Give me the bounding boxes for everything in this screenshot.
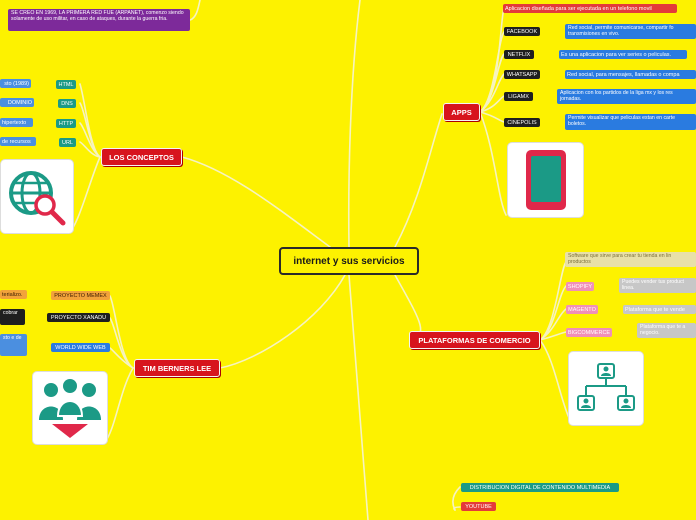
- tim-desc-memex[interactable]: terializo.: [0, 290, 27, 299]
- concept-desc-label: hipertexto: [2, 119, 27, 126]
- concept-desc-label: de recursos: [2, 138, 31, 145]
- smartphone-icon: [525, 150, 566, 210]
- concept-tag-label: HTML: [58, 81, 74, 88]
- plat-tag-shopify[interactable]: SHOPIFY: [566, 282, 594, 291]
- origin-note[interactable]: SE CREO EN 1969, LA PRIMERA RED FUE (ARP…: [8, 9, 190, 31]
- concept-desc-http[interactable]: hipertexto: [0, 118, 33, 127]
- apps-image[interactable]: [507, 142, 584, 218]
- app-tag-label: CINEPOLIS: [507, 119, 537, 126]
- app-tag-netflix[interactable]: NETFLIX: [504, 50, 534, 59]
- app-desc-text: Es una aplicacion para ver series o peli…: [561, 51, 672, 58]
- app-desc-facebook[interactable]: Red social, permite comunicarse, compart…: [565, 24, 696, 39]
- concept-desc-label: DOMINIO: [7, 99, 32, 106]
- tim-tag-xanadu[interactable]: PROYECTO XANADU: [47, 313, 110, 322]
- tim-image[interactable]: [32, 371, 108, 445]
- plat-desc-shopify[interactable]: Puedes vender tus product linea.: [619, 278, 696, 293]
- concept-tag-html[interactable]: HTML: [56, 80, 76, 89]
- origin-note-text: SE CREO EN 1969, LA PRIMERA RED FUE (ARP…: [11, 10, 184, 22]
- plat-desc-text: Plataforma que te vende: [625, 306, 685, 313]
- central-topic-label: internet y sus servicios: [293, 255, 405, 267]
- plat-tag-magento[interactable]: MAGENTO: [566, 305, 598, 314]
- concept-tag-label: HTTP: [58, 120, 74, 127]
- plataformas-image[interactable]: [568, 351, 644, 426]
- tim-berners-lee-node[interactable]: TIM BERNERS LEE: [134, 359, 220, 377]
- concept-tag-dns[interactable]: DNS: [58, 99, 76, 108]
- plataformas-node[interactable]: PLATAFORMAS DE COMERCIO: [409, 331, 540, 349]
- youtube-label: YOUTUBE: [465, 503, 492, 510]
- concept-desc-label: sto (1989): [4, 80, 29, 87]
- app-desc-netflix[interactable]: Es una aplicacion para ver series o peli…: [559, 50, 687, 59]
- app-tag-cinepolis[interactable]: CINEPOLIS: [504, 118, 540, 127]
- tim-tag-memex[interactable]: PROYECTO MEMEX: [51, 291, 110, 300]
- concept-tag-http[interactable]: HTTP: [56, 119, 76, 128]
- app-desc-text: Red social, para mensajes, llamadas o co…: [567, 71, 680, 78]
- globe-search-icon: [9, 170, 66, 225]
- plat-desc-text: Plataforma que te a negocio.: [640, 324, 686, 336]
- plataformas-label: PLATAFORMAS DE COMERCIO: [418, 335, 531, 345]
- plat-tag-label: MAGENTO: [568, 306, 596, 313]
- concept-desc-url[interactable]: de recursos: [0, 137, 36, 146]
- concept-desc-html[interactable]: sto (1989): [0, 79, 31, 88]
- tim-berners-lee-label: TIM BERNERS LEE: [142, 363, 212, 373]
- app-tag-ligamx[interactable]: LIGAMX: [504, 92, 533, 101]
- plat-desc-magento[interactable]: Plataforma que te vende: [623, 305, 696, 314]
- apps-label: APPS: [451, 107, 472, 117]
- apps-intro-text: Aplicacion diseñada para ser ejecutada e…: [505, 5, 652, 12]
- plataformas-intro-text: Software que sirve para crear tu tienda …: [568, 253, 672, 265]
- concept-tag-label: DNS: [61, 100, 73, 107]
- los-conceptos-label: LOS CONCEPTOS: [109, 152, 174, 162]
- app-desc-text: Red social, permite comunicarse, compart…: [568, 25, 674, 37]
- plat-desc-bigcommerce[interactable]: Plataforma que te a negocio.: [637, 323, 696, 338]
- app-tag-label: FACEBOOK: [506, 28, 538, 35]
- concept-tag-label: URL: [61, 139, 73, 146]
- plat-tag-bigcommerce[interactable]: BIGCOMMERCE: [566, 328, 612, 337]
- app-tag-whatsapp[interactable]: WHATSAPP: [504, 70, 540, 79]
- app-tag-label: WHATSAPP: [506, 71, 538, 78]
- plat-tag-label: SHOPIFY: [567, 283, 593, 290]
- app-desc-ligamx[interactable]: Aplicacion con los partidos de la liga m…: [557, 89, 696, 104]
- concept-image[interactable]: [0, 159, 74, 234]
- multimedia-intro-text: DISTRIBUCION DIGITAL DE CONTENIDO MULTIM…: [469, 484, 611, 491]
- concept-desc-dns[interactable]: DOMINIO: [0, 98, 34, 107]
- app-tag-facebook[interactable]: FACEBOOK: [504, 27, 540, 36]
- concept-tag-url[interactable]: URL: [59, 138, 76, 147]
- apps-node[interactable]: APPS: [443, 103, 480, 121]
- app-desc-text: Permite visualizar que peliculas estan e…: [568, 115, 675, 127]
- tim-desc-label: terializo.: [2, 291, 23, 298]
- team-people-icon: [39, 379, 101, 438]
- multimedia-intro[interactable]: DISTRIBUCION DIGITAL DE CONTENIDO MULTIM…: [461, 483, 619, 492]
- app-desc-cinepolis[interactable]: Permite visualizar que peliculas estan e…: [565, 114, 696, 130]
- tim-tag-label: PROYECTO XANADU: [50, 314, 107, 321]
- central-topic[interactable]: internet y sus servicios: [279, 247, 419, 275]
- org-chart-icon: [577, 362, 635, 411]
- tim-tag-label: PROYECTO MEMEX: [54, 292, 107, 299]
- los-conceptos-node[interactable]: LOS CONCEPTOS: [101, 148, 182, 166]
- plataformas-intro[interactable]: Software que sirve para crear tu tienda …: [565, 252, 696, 267]
- plat-tag-label: BIGCOMMERCE: [567, 329, 611, 336]
- tag-youtube[interactable]: YOUTUBE: [461, 502, 496, 511]
- tim-desc-label: sto e de: [3, 335, 22, 341]
- tim-tag-www[interactable]: WORLD WIDE WEB: [51, 343, 110, 352]
- app-desc-whatsapp[interactable]: Red social, para mensajes, llamadas o co…: [565, 70, 696, 79]
- tim-desc-label: cobrar: [3, 310, 18, 316]
- tim-desc-www[interactable]: sto e de: [0, 334, 27, 356]
- tim-desc-xanadu[interactable]: cobrar: [0, 309, 25, 325]
- tim-tag-label: WORLD WIDE WEB: [55, 344, 106, 351]
- app-desc-text: Aplicacion con los partidos de la liga m…: [560, 90, 673, 102]
- app-tag-label: NETFLIX: [507, 51, 531, 58]
- apps-intro[interactable]: Aplicacion diseñada para ser ejecutada e…: [503, 4, 677, 13]
- plat-desc-text: Puedes vender tus product linea.: [622, 279, 685, 291]
- app-tag-label: LIGAMX: [508, 93, 529, 100]
